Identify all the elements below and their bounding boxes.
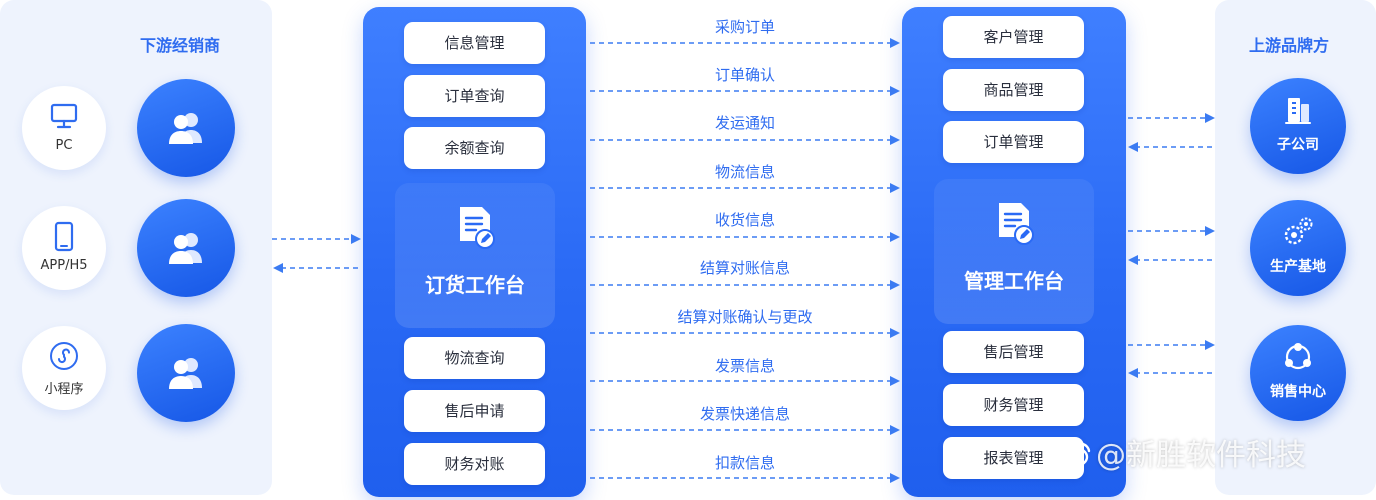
brand-label: 生产基地 xyxy=(1270,259,1326,275)
device-pc: PC xyxy=(22,86,106,170)
manage-item-order: 订单管理 xyxy=(943,121,1084,163)
device-app-h5: APP/H5 xyxy=(22,206,106,290)
users-icon xyxy=(169,358,202,389)
mini-program-icon xyxy=(50,342,78,370)
device-mini-program: 小程序 xyxy=(22,326,106,410)
order-item-balance-query: 余额查询 xyxy=(404,127,545,169)
brand-sales-center: 销售中心 xyxy=(1250,325,1346,421)
phone-icon xyxy=(54,221,74,252)
order-workbench-title: 订货工作台 xyxy=(425,273,525,297)
watermark-text: @新胜软件科技 xyxy=(1096,438,1306,473)
dealer-avatar xyxy=(137,324,235,422)
users-icon xyxy=(169,233,202,264)
order-workbench: 信息管理 订单查询 余额查询 订货工作台 物流查询 售后申请 财务对账 xyxy=(363,7,586,497)
flow-label: 收货信息 xyxy=(714,211,776,229)
weibo-logo-icon xyxy=(1061,442,1091,468)
brand-label: 子公司 xyxy=(1277,137,1319,153)
order-item-after-sales-request: 售后申请 xyxy=(404,390,545,432)
document-edit-icon xyxy=(460,207,495,249)
manage-item-after-sales: 售后管理 xyxy=(943,331,1084,373)
dealer-avatar xyxy=(137,199,235,297)
device-label: PC xyxy=(55,138,73,153)
order-workbench-center: 订货工作台 xyxy=(395,183,555,328)
order-item-finance-reconciliation: 财务对账 xyxy=(404,443,545,485)
building-icon xyxy=(1285,98,1311,124)
flow-label: 扣款信息 xyxy=(714,454,776,472)
upstream-brand-title: 上游品牌方 xyxy=(1249,36,1330,55)
manage-item-finance: 财务管理 xyxy=(943,384,1084,426)
brand-subsidiary: 子公司 xyxy=(1250,78,1346,174)
device-label: 小程序 xyxy=(44,382,84,397)
dealer-avatar xyxy=(137,79,235,177)
flow-label: 结算对账信息 xyxy=(699,259,791,277)
brand-label: 销售中心 xyxy=(1270,384,1326,400)
device-label: APP/H5 xyxy=(40,258,88,273)
flow-label: 发票信息 xyxy=(714,357,776,375)
network-icon xyxy=(1285,343,1311,370)
flow-label: 采购订单 xyxy=(714,18,776,36)
document-edit-icon xyxy=(999,203,1034,245)
flow-label: 发票快递信息 xyxy=(699,405,791,423)
management-workbench: 客户管理 商品管理 订单管理 管理工作台 售后管理 财务管理 报表管理 xyxy=(902,7,1126,497)
manage-item-reports: 报表管理 xyxy=(943,437,1084,479)
flow-label: 订单确认 xyxy=(714,66,776,84)
monitor-icon xyxy=(50,103,78,129)
flow-label: 发运通知 xyxy=(714,114,776,132)
manage-item-customer: 客户管理 xyxy=(943,16,1084,58)
watermark: @新胜软件科技 xyxy=(1060,430,1306,474)
management-workbench-title: 管理工作台 xyxy=(964,269,1064,293)
gears-icon xyxy=(1284,217,1313,245)
brand-production-base: 生产基地 xyxy=(1250,200,1346,296)
manage-item-product: 商品管理 xyxy=(943,69,1084,111)
downstream-dealer-panel: 下游经销商 PC APP/H5 小程序 xyxy=(0,0,272,495)
management-workbench-center: 管理工作台 xyxy=(934,179,1094,324)
order-item-info-management: 信息管理 xyxy=(404,22,545,64)
order-item-logistics-query: 物流查询 xyxy=(404,337,545,379)
users-icon xyxy=(169,113,202,144)
flow-label: 结算对账确认与更改 xyxy=(677,308,813,326)
flow-label: 物流信息 xyxy=(714,163,776,181)
downstream-dealer-title: 下游经销商 xyxy=(140,36,221,55)
order-item-order-query: 订单查询 xyxy=(404,75,545,117)
upstream-brand-panel: 上游品牌方 子公司 生产基地 xyxy=(1215,0,1376,495)
